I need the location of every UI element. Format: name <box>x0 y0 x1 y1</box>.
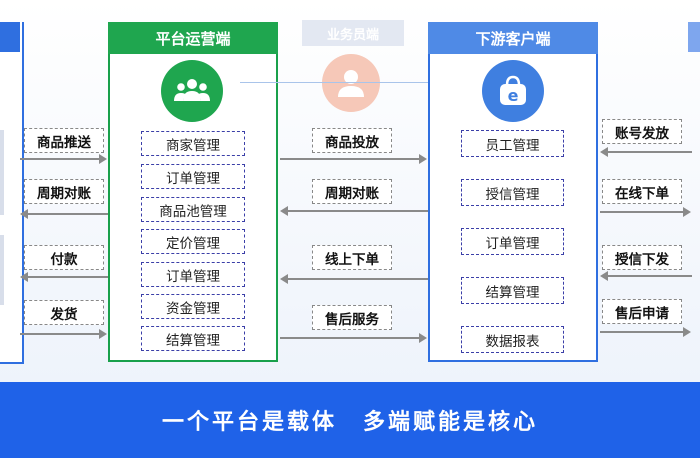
flow-line <box>28 276 108 278</box>
platform-module[interactable]: 资金管理 <box>141 294 245 319</box>
arrow-right-icon <box>683 327 691 337</box>
arrow-right-icon <box>99 329 107 339</box>
flow-line <box>608 151 692 153</box>
arrow-left-icon <box>20 272 28 282</box>
person-icon <box>322 54 380 112</box>
flow-line <box>600 331 684 333</box>
flow-line <box>608 275 692 277</box>
slogan-part-2: 多端赋能是核心 <box>363 410 539 435</box>
middle-flow-label: 售后服务 <box>312 305 392 330</box>
platform-module[interactable]: 结算管理 <box>141 326 245 351</box>
left-flow-label: 商品推送 <box>24 128 104 153</box>
arrow-left-icon <box>280 206 288 216</box>
upstream-panel-header-edge <box>0 22 20 52</box>
flow-line <box>600 211 684 213</box>
downstream-module[interactable]: 订单管理 <box>461 228 564 255</box>
arrow-left-icon <box>280 274 288 284</box>
people-group-icon <box>161 60 223 122</box>
middle-flow-label: 周期对账 <box>312 179 392 204</box>
arrow-left-icon <box>600 147 608 157</box>
bottom-strip <box>0 458 700 470</box>
right-flow-label: 售后申请 <box>602 299 682 324</box>
downstream-module[interactable]: 结算管理 <box>461 277 564 304</box>
relation-line <box>240 82 462 83</box>
upstream-panel-mark <box>0 130 4 215</box>
arrow-left-icon <box>20 209 28 219</box>
platform-module[interactable]: 订单管理 <box>141 262 245 287</box>
slogan-part-1: 一个平台是载体 <box>161 410 337 435</box>
downstream-title: 下游客户端 <box>428 22 598 54</box>
downstream-module[interactable]: 授信管理 <box>461 179 564 206</box>
flow-line <box>280 158 420 160</box>
flow-line <box>288 210 428 212</box>
arrow-right-icon <box>683 207 691 217</box>
arrow-right-icon <box>419 333 427 343</box>
flow-line <box>288 278 428 280</box>
flow-line <box>28 213 108 215</box>
middle-flow-label: 线上下单 <box>312 245 392 270</box>
left-flow-label: 周期对账 <box>24 179 104 204</box>
left-flow-label: 发货 <box>24 300 104 325</box>
platform-module[interactable]: 商品池管理 <box>141 197 245 222</box>
flow-line <box>20 333 100 335</box>
arrow-right-icon <box>419 154 427 164</box>
platform-title: 平台运营端 <box>108 22 278 54</box>
slogan-banner: 一个平台是载体 多端赋能是核心 <box>0 382 700 458</box>
platform-module[interactable]: 订单管理 <box>141 164 245 189</box>
right-flow-label: 在线下单 <box>602 179 682 204</box>
right-panel-header-edge <box>688 22 700 52</box>
salesman-title: 业务员端 <box>302 20 404 46</box>
middle-flow-label: 商品投放 <box>312 128 392 153</box>
flow-line <box>20 158 100 160</box>
platform-module[interactable]: 定价管理 <box>141 229 245 254</box>
platform-module[interactable]: 商家管理 <box>141 131 245 156</box>
left-flow-label: 付款 <box>24 245 104 270</box>
upstream-panel-mark <box>0 235 4 305</box>
arrow-right-icon <box>99 154 107 164</box>
downstream-module[interactable]: 数据报表 <box>461 326 564 353</box>
right-flow-label: 账号发放 <box>602 119 682 144</box>
shopping-bag-e-icon: e <box>482 60 544 122</box>
svg-text:e: e <box>508 86 519 105</box>
downstream-module[interactable]: 员工管理 <box>461 130 564 157</box>
upstream-panel-edge <box>0 22 24 364</box>
right-flow-label: 授信下发 <box>602 245 682 270</box>
arrow-left-icon <box>600 271 608 281</box>
flow-line <box>280 337 420 339</box>
